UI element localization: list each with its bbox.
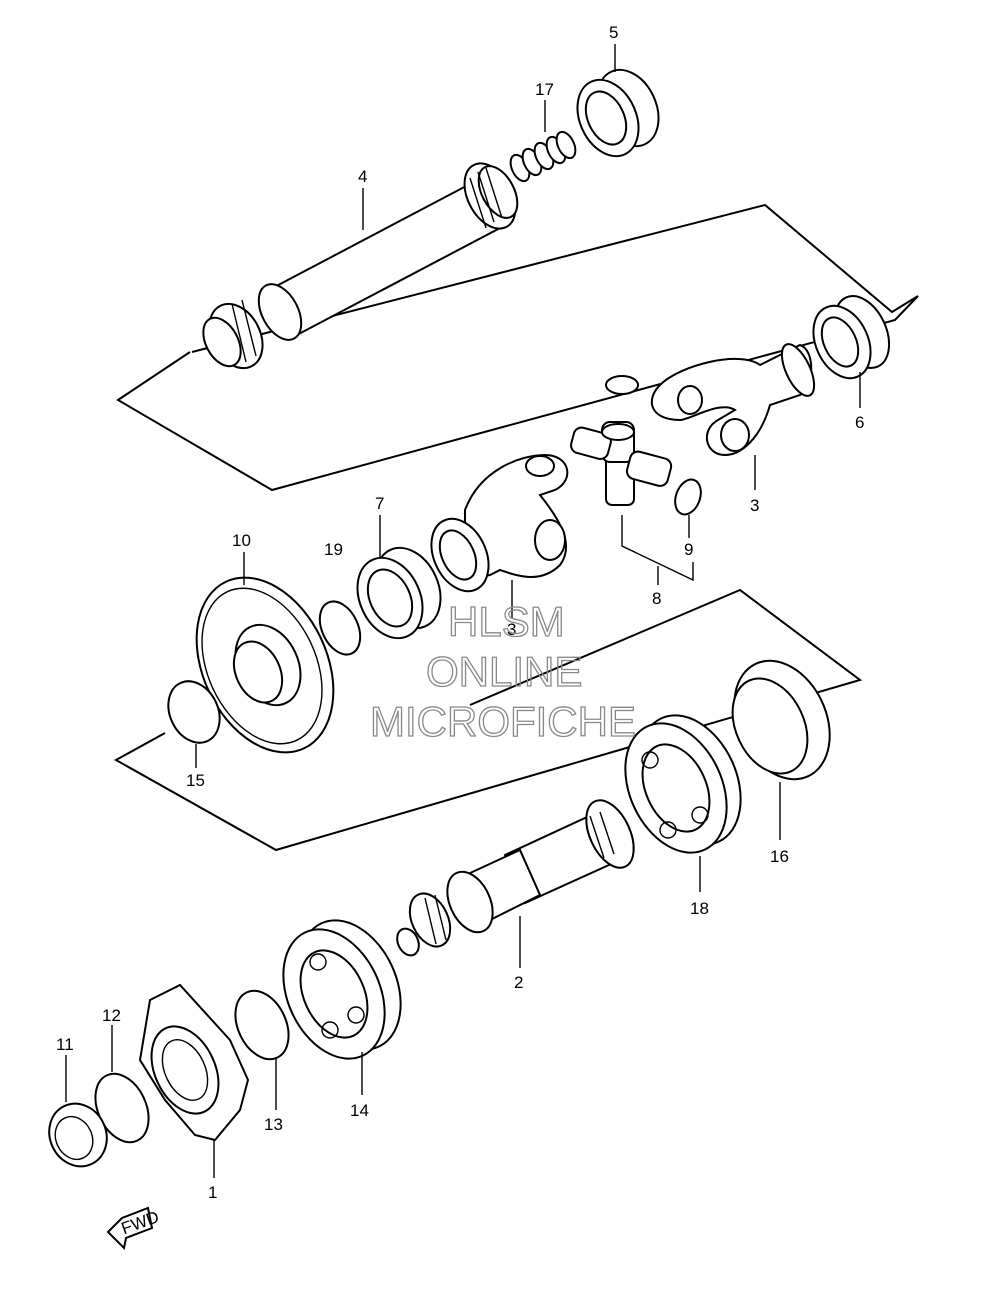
circlip-right xyxy=(674,478,702,516)
callout-18: 18 xyxy=(690,899,709,918)
callout-6: 6 xyxy=(855,413,864,432)
callout-12: 12 xyxy=(102,1006,121,1025)
upper-frame-line xyxy=(116,203,919,492)
callout-3-rear: 3 xyxy=(750,496,759,515)
spring xyxy=(509,130,577,183)
shim-washer xyxy=(234,989,290,1061)
callout-14: 14 xyxy=(350,1101,369,1120)
lower-shaft xyxy=(396,799,635,957)
callout-5: 5 xyxy=(609,23,618,42)
oil-seal xyxy=(812,295,891,380)
fwd-arrow-icon: FWD xyxy=(106,1206,162,1251)
oil-seal-lower xyxy=(731,659,831,781)
part-numbers: 1 2 3 3 4 5 6 7 8 9 10 11 12 13 14 15 16… xyxy=(56,23,864,1202)
bearing-sleeve xyxy=(356,546,442,640)
universal-joint-spider xyxy=(570,421,673,506)
watermark: HLSM ONLINE MICROFICHE xyxy=(369,597,636,745)
watermark-line-3: MICROFICHE xyxy=(370,698,636,745)
circlip-upper xyxy=(605,375,639,395)
callout-13: 13 xyxy=(264,1115,283,1134)
callout-10: 10 xyxy=(232,531,251,550)
callout-4: 4 xyxy=(358,167,367,186)
universal-joint-yoke-front xyxy=(430,453,569,593)
bearing-housing-plate xyxy=(195,576,335,754)
callout-7: 7 xyxy=(375,494,384,513)
callout-15: 15 xyxy=(186,771,205,790)
callout-11: 11 xyxy=(56,1035,74,1054)
boot-seal-upper xyxy=(576,68,660,158)
watermark-line-1: HLSM xyxy=(448,598,565,645)
ball-bearing-rear xyxy=(624,714,742,854)
watermark-line-2: ONLINE xyxy=(426,648,582,695)
bevel-gear xyxy=(138,983,250,1142)
o-ring xyxy=(167,680,221,744)
callout-19: 19 xyxy=(324,540,343,559)
callout-16: 16 xyxy=(770,847,789,866)
lower-frame-line xyxy=(113,588,863,852)
leader-lines xyxy=(65,44,861,1178)
upper-shaft xyxy=(202,162,519,370)
callout-9: 9 xyxy=(684,540,693,559)
callout-2: 2 xyxy=(514,973,523,992)
snap-ring xyxy=(318,600,362,656)
universal-joint-yoke-rear xyxy=(650,343,816,457)
callout-8: 8 xyxy=(652,589,661,608)
lock-nut xyxy=(48,1102,108,1168)
ball-bearing-front xyxy=(282,919,402,1060)
callout-3-front: 3 xyxy=(507,620,516,639)
callout-17: 17 xyxy=(535,80,554,99)
callout-1: 1 xyxy=(208,1183,217,1202)
